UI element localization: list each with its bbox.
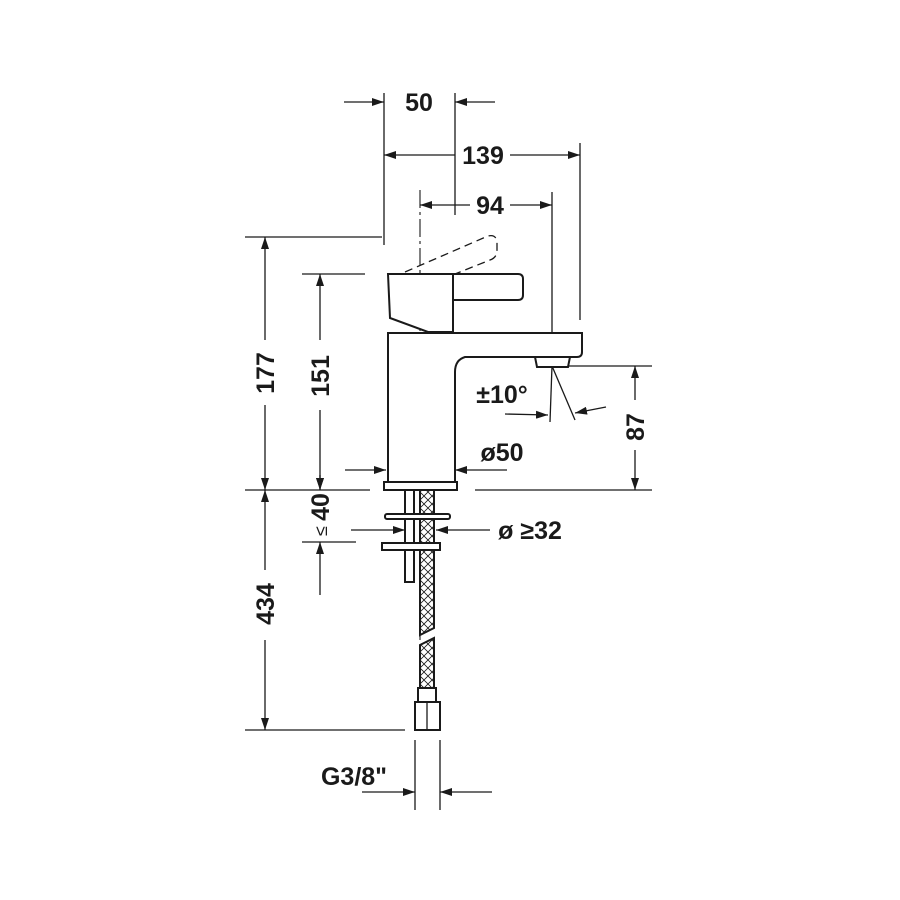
dim-94-label: 94 <box>476 192 504 220</box>
dim-40-label: 40 <box>307 493 335 521</box>
dim-87-label: 87 <box>622 413 650 441</box>
spray-angle-label: ±10° <box>476 381 528 409</box>
thread-label: G3/8" <box>321 763 387 791</box>
base-plate <box>383 481 458 491</box>
handle-lever <box>452 273 524 301</box>
dim-151-label: 151 <box>307 355 335 397</box>
hose-ferrule <box>417 687 437 703</box>
dim-139-label: 139 <box>462 142 504 170</box>
dim-50-label: 50 <box>405 89 433 117</box>
dim-434-label: 434 <box>252 583 280 625</box>
dim-177-label: 177 <box>252 352 280 394</box>
hole-diameter-label: ø ≥32 <box>498 517 562 545</box>
extension-lines <box>245 93 652 810</box>
mounting-plate <box>381 542 441 551</box>
body-diameter-label: ø50 <box>480 439 523 467</box>
less-equal-symbol: ≤ <box>311 526 331 536</box>
raised-lever-outline <box>404 234 498 275</box>
faucet-body <box>381 234 583 731</box>
handle-block <box>386 273 454 333</box>
supply-hose-upper <box>419 489 435 637</box>
threaded-rod <box>404 489 415 583</box>
dimension-lines <box>261 98 639 796</box>
supply-hose-lower <box>419 636 435 691</box>
washer <box>384 513 451 520</box>
spout <box>387 332 583 483</box>
aerator <box>533 356 572 368</box>
